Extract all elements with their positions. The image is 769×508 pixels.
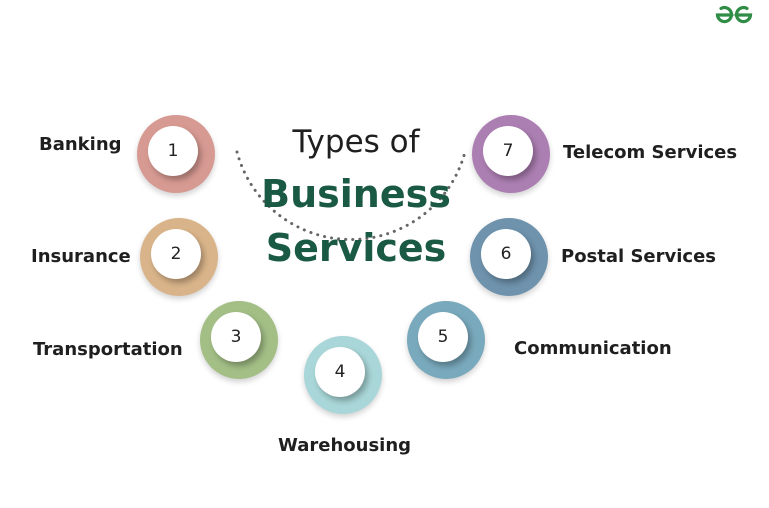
service-label-insurance: Insurance <box>31 246 131 267</box>
service-label-transportation: Transportation <box>33 339 183 360</box>
service-label-postal-services: Postal Services <box>561 246 717 267</box>
title-line-2: Business <box>261 172 451 216</box>
node-number: 6 <box>481 229 531 279</box>
gfg-logo-icon <box>715 5 753 24</box>
service-node-6: 6 <box>470 218 548 296</box>
service-node-3: 3 <box>200 301 278 379</box>
title-line-3: Services <box>265 226 447 270</box>
node-number: 2 <box>151 229 201 279</box>
node-number: 1 <box>148 126 198 176</box>
service-label-banking: Banking <box>39 134 122 155</box>
node-number: 3 <box>211 312 261 362</box>
title-line-1: Types of <box>292 124 420 160</box>
service-label-communication: Communication <box>514 338 672 359</box>
node-number: 7 <box>483 126 533 176</box>
node-number: 4 <box>315 347 365 397</box>
service-node-5: 5 <box>407 301 485 379</box>
service-node-4: 4 <box>304 336 382 414</box>
service-label-warehousing: Warehousing <box>278 435 412 456</box>
service-node-1: 1 <box>137 115 215 193</box>
service-node-2: 2 <box>140 218 218 296</box>
service-label-telecom-services: Telecom Services <box>563 142 738 163</box>
service-node-7: 7 <box>472 115 550 193</box>
node-number: 5 <box>418 312 468 362</box>
